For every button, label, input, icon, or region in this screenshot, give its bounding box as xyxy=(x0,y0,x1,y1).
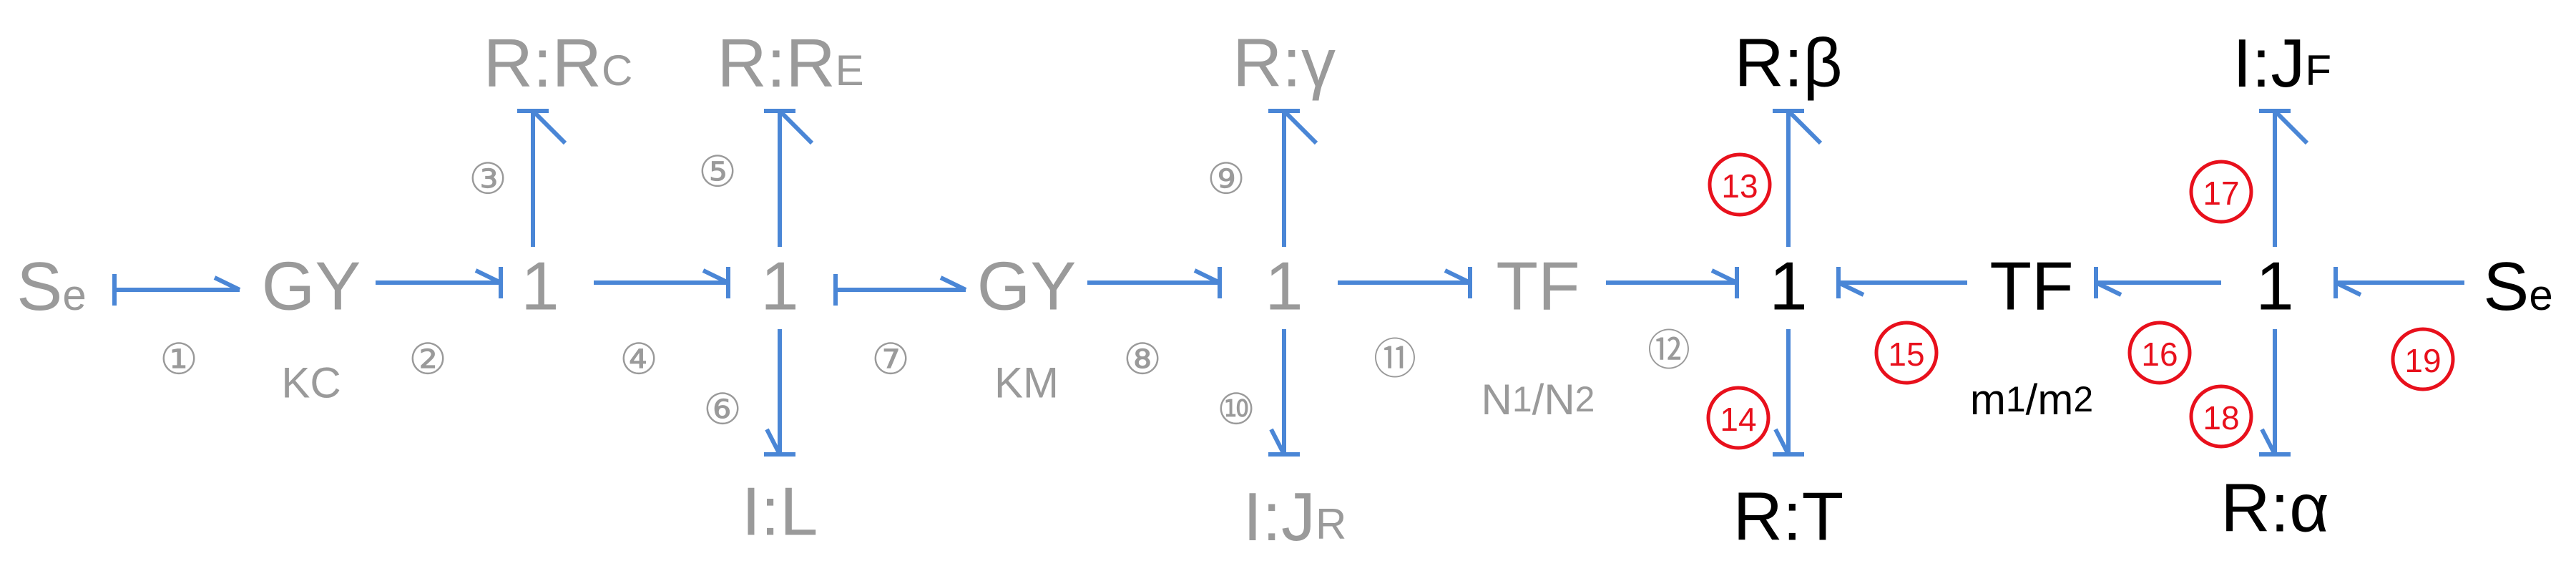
bond-number-5: ⑤ xyxy=(698,148,737,196)
bond-numbers-highlighted: 13 14 15 16 17 18 19 xyxy=(1706,152,2455,450)
bond-17 xyxy=(2259,109,2309,247)
bond-3 xyxy=(517,109,567,247)
bond-number-17: 17 xyxy=(2189,160,2253,224)
bond-number-1: ① xyxy=(160,336,198,384)
junction-1-b: 1 xyxy=(760,248,798,325)
bond-number-4: ④ xyxy=(619,336,658,384)
bond-number-10: ⑩ xyxy=(1217,386,1255,434)
bond-16 xyxy=(2094,267,2221,298)
bond-12 xyxy=(1606,267,1739,298)
elements: Se GY 1 R:RC 1 R:RE I:L GY 1 R:γ I:JR TF… xyxy=(16,25,2552,555)
bond-2 xyxy=(376,267,503,298)
bond-number-13: 13 xyxy=(1708,152,1772,217)
transformer-2: TF xyxy=(1989,248,2073,325)
bonds xyxy=(112,109,2464,457)
bond-9 xyxy=(1268,109,1318,247)
bond-5 xyxy=(764,109,814,247)
gyrator-2: GY xyxy=(977,248,1077,325)
bond-8 xyxy=(1087,267,1222,298)
resistor-alpha: R:α xyxy=(2220,470,2329,547)
parameters: KC KM N1/N2 m1/m2 xyxy=(281,359,2093,424)
bond-18 xyxy=(2259,329,2291,457)
junction-1-d: 1 xyxy=(1769,248,1807,325)
bond-number-15: 15 xyxy=(1874,321,1939,385)
bond-number-9: ⑨ xyxy=(1207,155,1245,203)
param-kc: KC xyxy=(281,359,341,407)
bond-number-11: ⑪ xyxy=(1373,336,1416,384)
bond-14 xyxy=(1773,329,1804,457)
bond-number-18: 18 xyxy=(2189,384,2253,449)
bond-11 xyxy=(1338,267,1472,298)
bond-number-3: ③ xyxy=(469,155,507,203)
source-effort-right: Se xyxy=(2483,248,2552,325)
bond-1 xyxy=(112,274,241,306)
svg-text:13: 13 xyxy=(1721,167,1758,205)
svg-text:14: 14 xyxy=(1720,401,1756,438)
junction-1-e: 1 xyxy=(2256,248,2293,325)
bond-19 xyxy=(2333,267,2464,298)
bond-number-2: ② xyxy=(408,336,447,384)
junction-1-c: 1 xyxy=(1265,248,1303,325)
junction-1-a: 1 xyxy=(521,248,559,325)
inertia-l: I:L xyxy=(742,474,818,550)
bond-number-6: ⑥ xyxy=(703,386,742,434)
bond-number-16: 16 xyxy=(2127,321,2192,385)
svg-text:19: 19 xyxy=(2404,342,2441,379)
param-km: KM xyxy=(994,359,1059,407)
bond-number-12: ⑫ xyxy=(1647,327,1690,375)
bond-6 xyxy=(764,329,795,457)
source-effort-left: Se xyxy=(16,248,86,325)
bond-number-8: ⑧ xyxy=(1123,336,1162,384)
bond-7 xyxy=(833,274,967,306)
svg-text:18: 18 xyxy=(2203,399,2239,436)
resistor-beta: R:β xyxy=(1734,25,1842,102)
resistor-gamma: R:γ xyxy=(1233,25,1336,102)
param-m-ratio: m1/m2 xyxy=(1970,376,2093,424)
svg-text:15: 15 xyxy=(1888,336,1924,373)
svg-text:16: 16 xyxy=(2141,336,2178,373)
param-n-ratio: N1/N2 xyxy=(1482,376,1595,424)
inertia-jr: I:JR xyxy=(1243,479,1347,555)
bond-15 xyxy=(1836,267,1967,298)
bond-number-7: ⑦ xyxy=(871,336,910,384)
bond-number-14: 14 xyxy=(1706,386,1771,450)
bond-4 xyxy=(594,267,730,298)
resistor-re: R:RE xyxy=(717,25,863,102)
resistor-rc: R:RC xyxy=(484,25,633,102)
bond-10 xyxy=(1268,329,1300,457)
svg-text:17: 17 xyxy=(2203,175,2239,212)
inertia-jf: I:JF xyxy=(2233,25,2331,102)
bond-number-19: 19 xyxy=(2391,327,2455,391)
bond-13 xyxy=(1773,109,1823,247)
bond-numbers: ① ② ③ ④ ⑤ ⑥ ⑦ ⑧ ⑨ ⑩ ⑪ ⑫ xyxy=(160,148,1690,434)
gyrator-1: GY xyxy=(262,248,361,325)
transformer-1: TF xyxy=(1496,248,1580,325)
resistor-t: R:T xyxy=(1733,479,1844,555)
